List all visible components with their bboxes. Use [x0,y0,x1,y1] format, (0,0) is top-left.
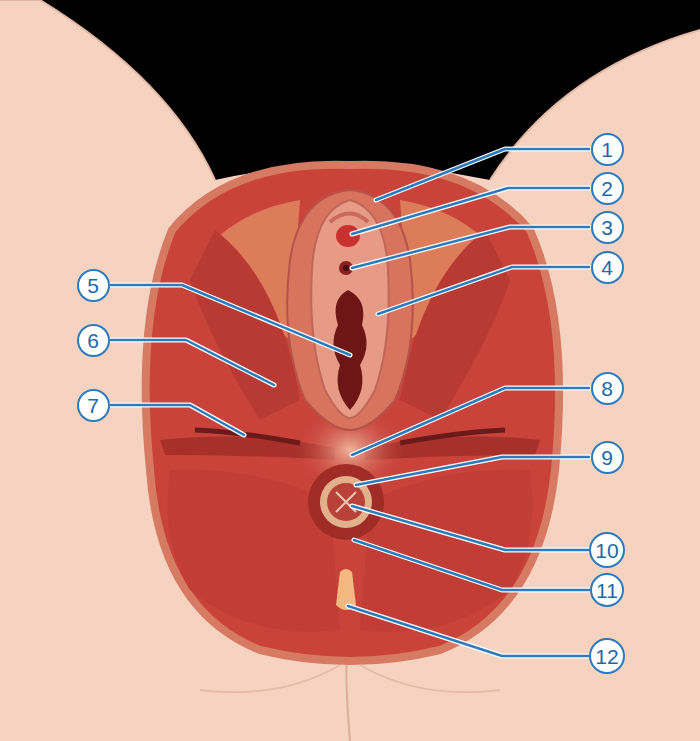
callout-label: 7 [87,395,99,416]
callout-number: 4 [591,251,624,284]
callout-label: 12 [595,646,618,667]
callout-number: 8 [591,372,624,405]
callout-number: 7 [77,389,110,422]
callout-label: 3 [601,217,613,238]
callout-label: 6 [87,330,99,351]
callout-number: 1 [591,133,624,166]
callout-number: 5 [77,269,110,302]
callout-number: 6 [77,324,110,357]
callout-number: 12 [589,638,625,674]
callout-label: 9 [601,447,613,468]
callout-label: 10 [595,540,618,561]
callout-label: 8 [601,378,613,399]
callout-label: 5 [87,275,99,296]
callout-label: 1 [601,139,613,160]
callout-number: 11 [590,573,624,607]
callout-number: 2 [591,172,624,205]
callout-number: 9 [591,441,624,474]
callout-label: 11 [596,580,618,601]
callout-number: 3 [591,211,624,244]
callout-number: 10 [589,532,625,568]
callout-label: 4 [601,257,613,278]
callout-label: 2 [601,178,613,199]
